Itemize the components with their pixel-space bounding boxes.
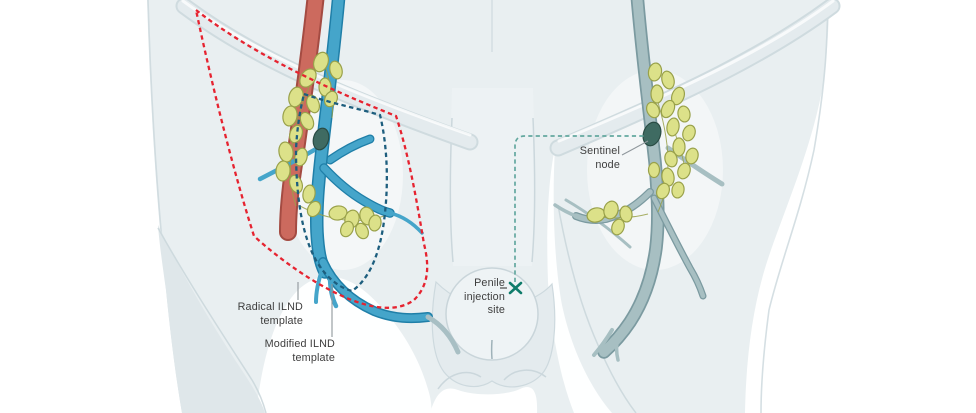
lymph-node [603, 200, 619, 220]
penile-injection-site-label: Penile injection site [464, 277, 505, 316]
lymph-node [661, 70, 675, 90]
lymph-node [339, 220, 355, 238]
lymph-node [611, 218, 625, 236]
vein-fork-stub-2 [314, 268, 324, 304]
right-lymph-nodes [586, 62, 699, 236]
right-inguinal-ligament [551, 0, 839, 155]
lymph-node [666, 117, 680, 137]
right-saphenous-thin [553, 203, 578, 218]
sentinel-node [642, 121, 662, 147]
right-saphenous-branch [573, 189, 653, 223]
right-ligament-highlight [557, 0, 835, 143]
lymph-node [302, 184, 316, 204]
right-fork-stub-2 [614, 334, 620, 362]
right-thigh-inner-edge [557, 204, 637, 413]
scrotum-right-lobe-crease [503, 369, 547, 381]
right-femoral-vessel [599, 0, 663, 357]
lymph-node [354, 222, 370, 240]
lymph-node [288, 124, 304, 144]
injection-site-x-icon [508, 281, 523, 295]
modified-template-label: Modified ILND template [264, 338, 335, 364]
left-thigh-shade [158, 225, 265, 413]
penile-shaft-right-edge [531, 117, 536, 263]
sentinel-drainage [500, 135, 644, 295]
lymph-node [672, 137, 686, 157]
lymph-node [677, 162, 691, 180]
lymph-node [682, 124, 696, 142]
lymph-node [305, 94, 321, 114]
scrotum-left-lobe-crease [437, 371, 482, 390]
lymph-node [647, 62, 663, 82]
left-lymph-nodes [275, 51, 382, 240]
saphenous-branch [320, 164, 394, 217]
modified-ilnd-template-outline [294, 92, 388, 293]
lymph-node [664, 150, 678, 168]
glans [445, 267, 539, 361]
lymph-node [278, 141, 294, 163]
lymph-node [306, 200, 322, 218]
drainage-dashed-path [514, 135, 644, 282]
right-fork-stub-1 [592, 328, 614, 357]
deep-inguinal-node [312, 127, 330, 151]
right-medial-gap [547, 148, 612, 413]
sentinel-node-label: Sentinel node [579, 145, 620, 171]
sentinel-pointer-line [621, 140, 649, 156]
lymph-node [619, 205, 633, 223]
lymph-node [647, 161, 661, 179]
radical-template-label: Radical ILND template [237, 301, 303, 327]
thigh-vein-fade [425, 314, 461, 355]
lymph-node [655, 182, 671, 200]
saphenous-branch-thin [388, 211, 424, 235]
femoral-vein [311, 0, 344, 278]
lymph-node [275, 160, 291, 182]
template-outlines [194, 7, 429, 309]
lymph-node [329, 60, 343, 80]
lymph-node [677, 105, 691, 123]
lymph-node [645, 101, 661, 119]
lymph-node [650, 84, 664, 104]
lymph-node [328, 205, 348, 221]
lymph-node [368, 214, 382, 232]
between-legs-gap [430, 386, 538, 413]
left-femoral-vessels [257, 0, 461, 355]
left-thigh-inner-edge [157, 227, 267, 413]
lymph-node [282, 105, 298, 127]
right-lateral-branch [651, 195, 706, 299]
right-body-edge [760, 0, 829, 413]
lymph-node [299, 68, 317, 88]
lymph-node [685, 147, 699, 165]
lymph-node [299, 111, 315, 131]
lymph-node [661, 167, 675, 187]
profunda-branch [326, 135, 374, 164]
label-pointers [297, 140, 649, 337]
thigh-vein [319, 258, 432, 322]
penile-shaft [450, 88, 535, 266]
lymph-node [660, 99, 676, 119]
left-medial-highlight [256, 276, 432, 413]
lymph-node [312, 51, 330, 73]
lymph-node [671, 181, 685, 199]
radical-ilnd-template-outline [194, 7, 429, 309]
lymph-node [294, 147, 308, 167]
